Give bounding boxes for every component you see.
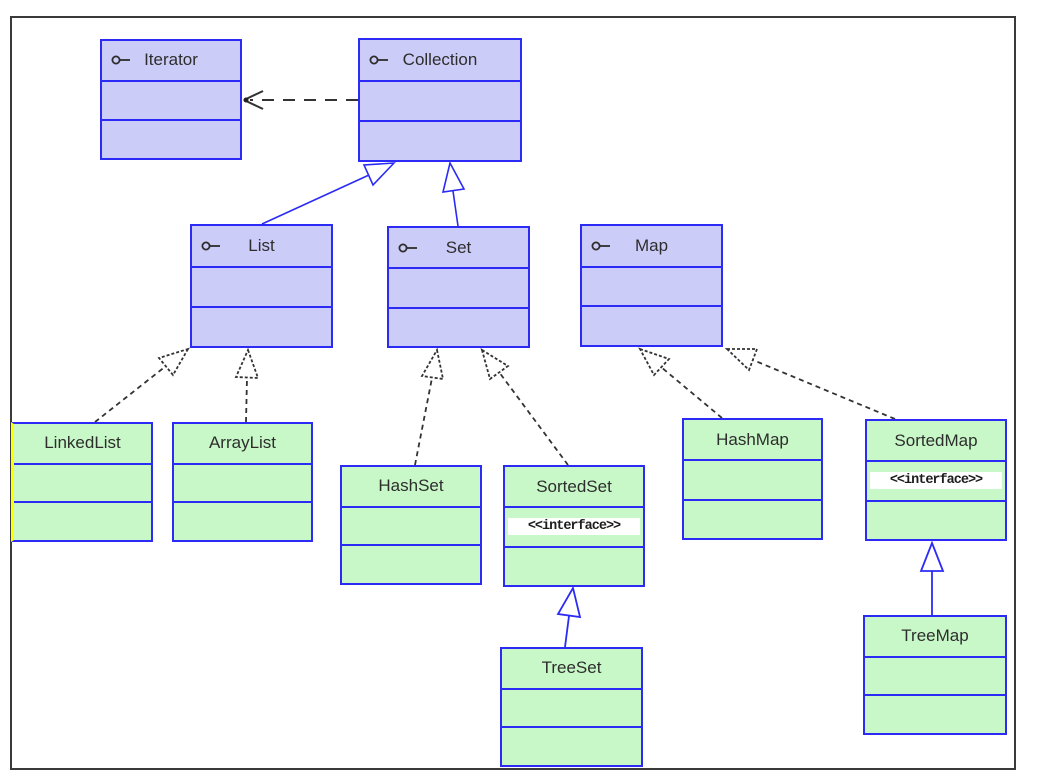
generalization-arrow-treemap-sortedmap[interactable] xyxy=(919,540,945,615)
class-name: TreeSet xyxy=(541,658,602,678)
class-box-iterator[interactable]: Iterator xyxy=(100,39,242,160)
interface-lollipop-icon xyxy=(398,242,420,254)
attributes-compartment xyxy=(102,79,240,119)
class-box-hashmap[interactable]: HashMap xyxy=(682,418,823,540)
realization-arrow-sortedmap-map[interactable] xyxy=(724,348,896,420)
class-title-row: LinkedList xyxy=(14,424,151,463)
class-title-row: List xyxy=(192,226,331,266)
class-name: TreeMap xyxy=(901,626,969,646)
operations-compartment xyxy=(174,501,311,540)
class-box-hashset[interactable]: HashSet xyxy=(340,465,482,585)
class-box-set[interactable]: Set xyxy=(387,226,530,348)
class-name: Iterator xyxy=(144,50,198,70)
class-title-row: Collection xyxy=(360,40,520,80)
operations-compartment xyxy=(582,305,721,345)
realization-arrow-hashmap-map[interactable] xyxy=(638,347,723,419)
class-title-row: Map xyxy=(582,226,721,266)
stereotype-label: <<interface>> xyxy=(870,472,1002,490)
class-name: Map xyxy=(634,235,669,255)
class-name: List xyxy=(248,235,275,255)
stereotype-compartment: <<interface>> xyxy=(505,506,643,545)
realization-arrow-hashset-set[interactable] xyxy=(414,347,445,466)
operations-compartment xyxy=(389,306,528,346)
class-name: SortedSet xyxy=(536,476,612,496)
class-title-row: ArrayList xyxy=(174,424,311,463)
realization-arrow-sortedset-set[interactable] xyxy=(480,348,569,466)
attributes-compartment xyxy=(389,267,528,306)
class-name: Collection xyxy=(402,49,478,69)
realization-arrow-linkedlist-list[interactable] xyxy=(94,347,190,423)
operations-compartment xyxy=(502,726,641,765)
class-box-collection[interactable]: Collection xyxy=(358,38,522,162)
generalization-arrow-treeset-sortedset[interactable] xyxy=(556,585,582,648)
interface-lollipop-icon xyxy=(111,54,133,66)
interface-lollipop-icon xyxy=(201,240,223,252)
dependency-arrow-collection-iterator[interactable] xyxy=(243,90,359,110)
class-name: HashMap xyxy=(716,429,789,449)
interface-lollipop-icon xyxy=(591,240,613,252)
attributes-compartment xyxy=(192,265,331,306)
class-box-sortedset[interactable]: SortedSet <<interface>> xyxy=(503,465,645,587)
class-title-row: HashMap xyxy=(684,420,821,459)
class-title-row: SortedMap xyxy=(867,421,1005,460)
interface-lollipop-icon xyxy=(369,54,391,66)
class-title-row: SortedSet xyxy=(505,467,643,506)
class-title-row: HashSet xyxy=(342,467,480,506)
class-title-row: TreeSet xyxy=(502,649,641,688)
generalization-arrow-list-collection[interactable] xyxy=(261,162,396,225)
class-box-map[interactable]: Map xyxy=(580,224,723,347)
attributes-compartment xyxy=(684,459,821,498)
class-box-treeset[interactable]: TreeSet xyxy=(500,647,643,767)
class-box-linkedlist[interactable]: LinkedList xyxy=(11,422,153,542)
operations-compartment xyxy=(14,501,151,540)
realization-arrow-arraylist-list[interactable] xyxy=(234,347,260,423)
operations-compartment xyxy=(684,498,821,538)
attributes-compartment xyxy=(342,505,480,545)
operations-compartment xyxy=(867,499,1005,539)
operations-compartment xyxy=(342,544,480,583)
attributes-compartment xyxy=(360,79,520,120)
operations-compartment xyxy=(102,118,240,158)
class-name: LinkedList xyxy=(44,433,121,453)
generalization-arrow-set-collection[interactable] xyxy=(441,160,466,227)
operations-compartment xyxy=(865,694,1005,733)
attributes-compartment xyxy=(502,687,641,727)
class-box-treemap[interactable]: TreeMap xyxy=(863,615,1007,735)
class-box-list[interactable]: List xyxy=(190,224,333,348)
class-title-row: TreeMap xyxy=(865,617,1005,656)
attributes-compartment xyxy=(174,462,311,502)
stereotype-label: <<interface>> xyxy=(508,518,640,536)
class-title-row: Set xyxy=(389,228,528,267)
class-title-row: Iterator xyxy=(102,41,240,80)
operations-compartment xyxy=(505,545,643,585)
class-name: ArrayList xyxy=(208,433,277,453)
stereotype-compartment: <<interface>> xyxy=(867,460,1005,499)
class-box-arraylist[interactable]: ArrayList xyxy=(172,422,313,542)
class-box-sortedmap[interactable]: SortedMap <<interface>> xyxy=(865,419,1007,541)
operations-compartment xyxy=(192,305,331,346)
attributes-compartment xyxy=(582,265,721,306)
operations-compartment xyxy=(360,119,520,160)
class-name: Set xyxy=(445,237,472,257)
attributes-compartment xyxy=(865,655,1005,695)
attributes-compartment xyxy=(14,462,151,502)
class-name: SortedMap xyxy=(894,430,978,450)
class-name: HashSet xyxy=(378,476,444,496)
